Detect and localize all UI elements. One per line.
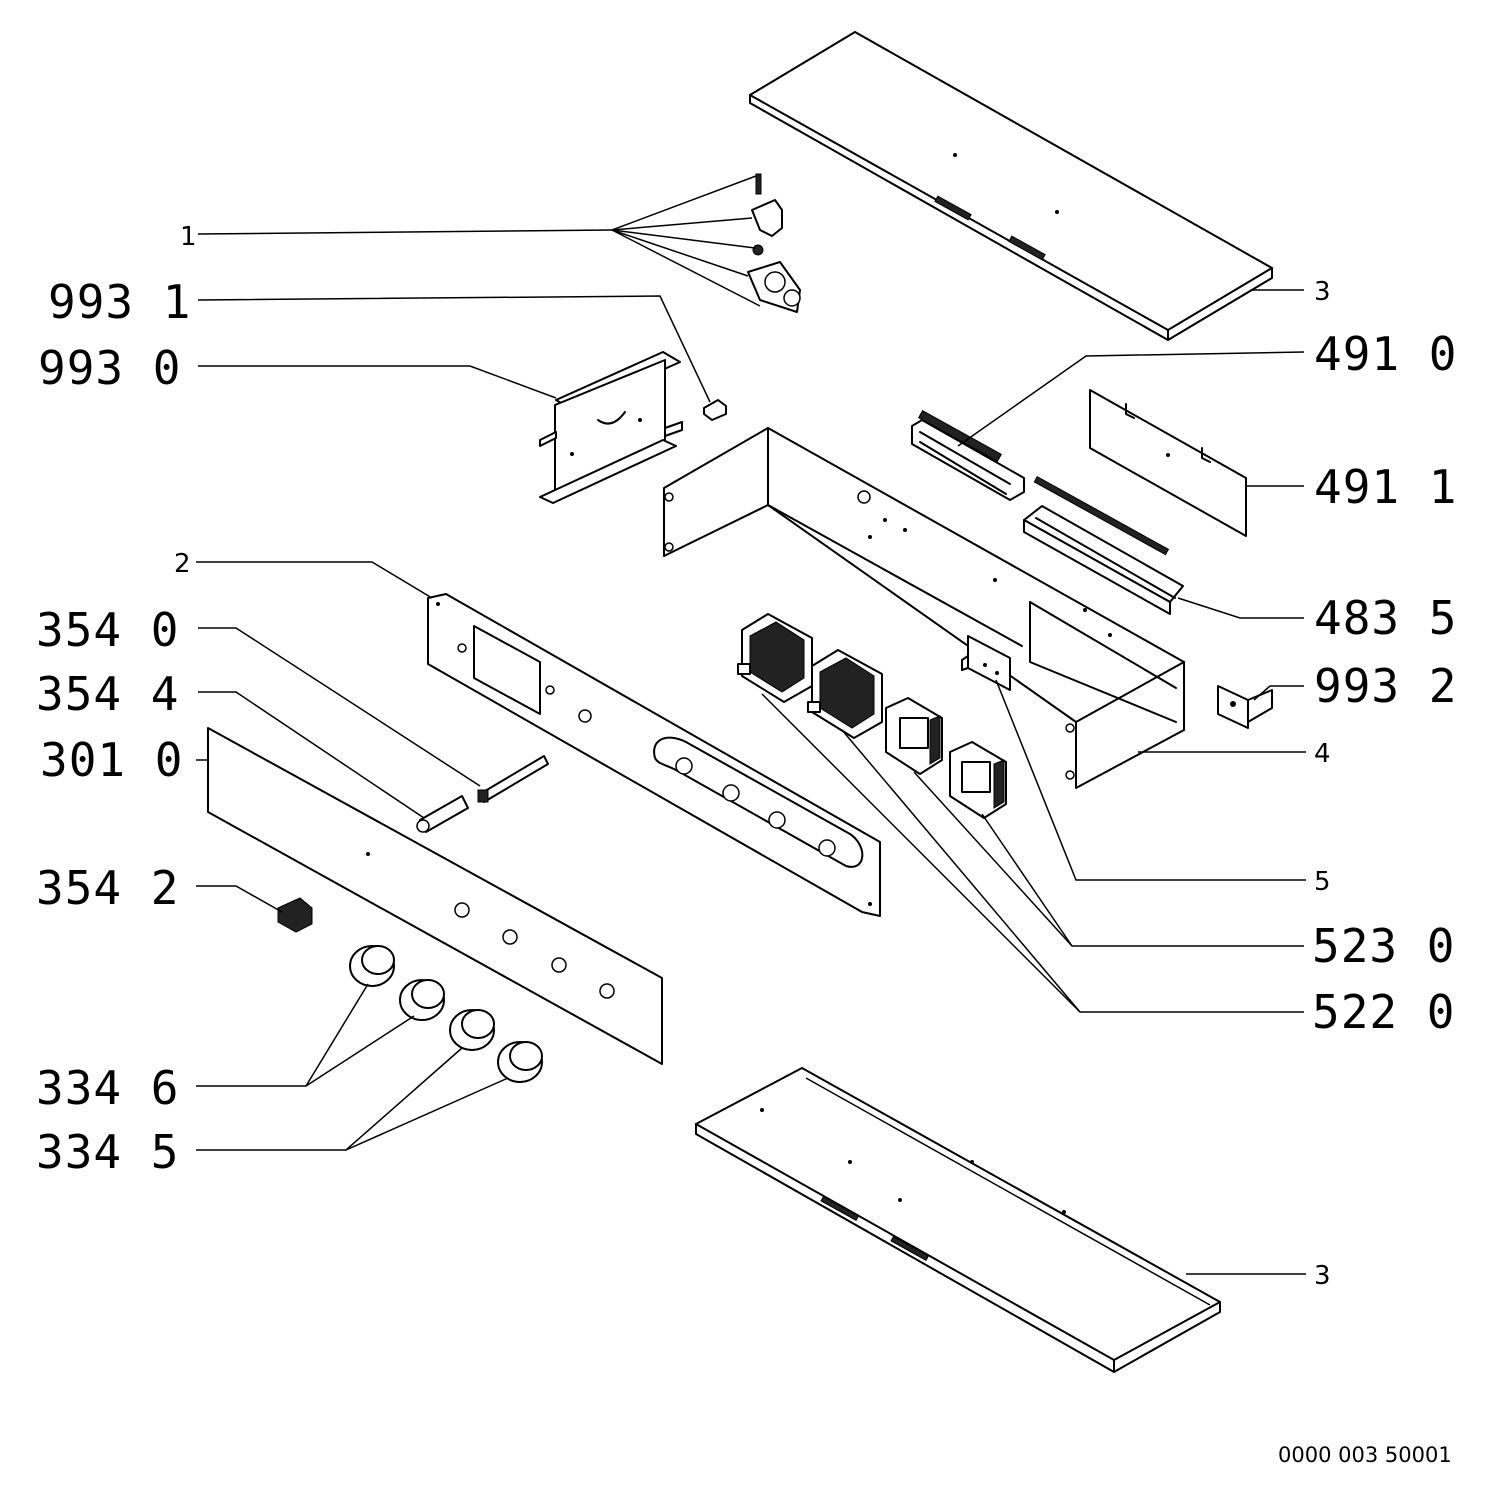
front-fascia-panel <box>207 727 663 1065</box>
label-491-1: 491 1 <box>1314 460 1457 514</box>
label-522-0: 522 0 <box>1312 985 1455 1039</box>
drawing-code: 0000 003 50001 <box>1278 1443 1452 1467</box>
bottom-cover-panel <box>695 1067 1221 1373</box>
label-354-2: 354 2 <box>36 861 179 915</box>
selector-switch-2 <box>949 741 1007 819</box>
clip-part <box>1217 685 1273 729</box>
rotary-switch-1 <box>737 613 813 703</box>
label-4: 4 <box>1314 739 1331 769</box>
small-bracket <box>961 635 1011 691</box>
label-5: 5 <box>1314 867 1331 897</box>
label-483-5: 483 5 <box>1314 591 1457 645</box>
label-993-1: 993 1 <box>48 275 191 329</box>
shaft-coupler <box>416 795 469 833</box>
label-3-bottom: 3 <box>1314 1261 1331 1291</box>
label-334-5: 334 5 <box>36 1125 179 1179</box>
thermostat-assembly <box>747 173 801 313</box>
terminal-block <box>911 410 1025 501</box>
label-334-6: 334 6 <box>36 1061 179 1115</box>
label-2: 2 <box>174 549 191 579</box>
label-3-top: 3 <box>1314 277 1331 307</box>
label-491-0: 491 0 <box>1314 327 1457 381</box>
label-301-0: 301 0 <box>40 733 183 787</box>
extension-shaft <box>477 755 549 803</box>
label-1: 1 <box>180 222 197 252</box>
chassis-frame <box>663 427 1185 789</box>
leader-lines <box>196 175 1306 1275</box>
panel-clip <box>277 897 313 933</box>
control-knob-4 <box>497 1041 543 1083</box>
mounting-bracket <box>539 351 683 504</box>
label-354-4: 354 4 <box>36 667 179 721</box>
top-cover-panel <box>749 31 1273 341</box>
control-knob-1 <box>349 945 395 987</box>
selector-switch-1 <box>885 697 943 775</box>
label-993-0: 993 0 <box>38 341 181 395</box>
label-523-0: 523 0 <box>1312 919 1455 973</box>
control-knob-2 <box>399 979 445 1021</box>
small-clip <box>703 399 727 421</box>
terminal-cover-plate <box>1089 389 1247 537</box>
label-993-2: 993 2 <box>1314 659 1457 713</box>
label-354-0: 354 0 <box>36 603 179 657</box>
control-knob-3 <box>449 1009 495 1051</box>
rotary-switch-2 <box>807 649 883 739</box>
control-panel-frame <box>427 593 881 917</box>
connector-strip <box>1023 475 1184 615</box>
